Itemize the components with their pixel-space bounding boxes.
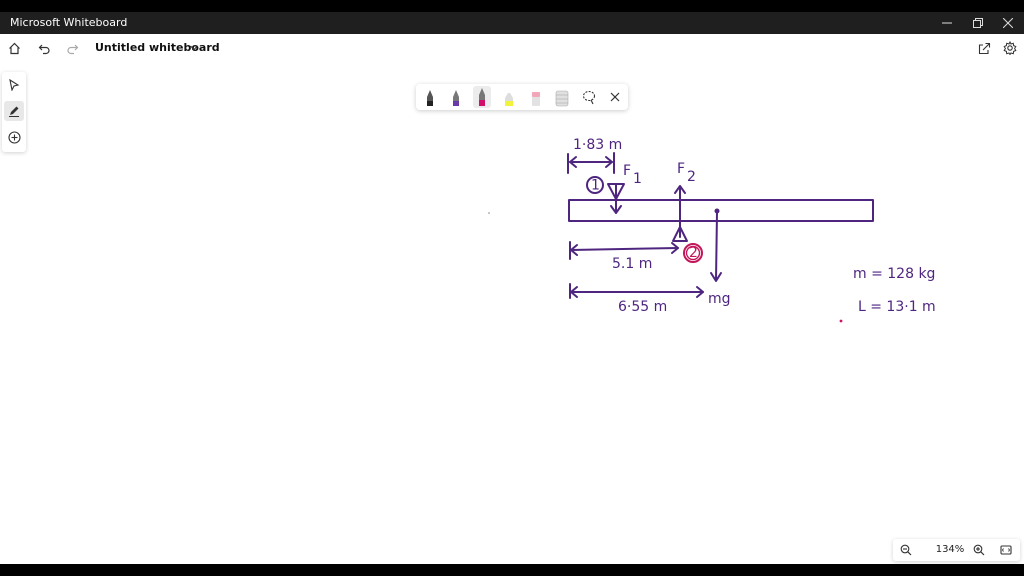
f1-label: F (623, 163, 631, 179)
stray-dot (488, 212, 490, 214)
add-tool-button[interactable] (4, 127, 24, 147)
beam-rectangle (568, 199, 874, 222)
dim-3-arrow-left (570, 286, 578, 298)
dim-1-arrow-left (569, 156, 577, 168)
whiteboard-canvas[interactable]: 1·83 m F 1 F 2 1 2 5.1 m 6·55 m mg m = 1… (0, 61, 1024, 564)
circle-2 (683, 243, 703, 263)
zoom-controls: 134% (893, 539, 1020, 561)
home-icon (8, 42, 20, 54)
restore-icon (973, 18, 983, 28)
close-icon (1003, 18, 1013, 28)
ink-layer: 1·83 m F 1 F 2 1 2 5.1 m 6·55 m mg m = 1… (488, 137, 936, 323)
window-title: Microsoft Whiteboard (10, 16, 128, 29)
fit-screen-icon (1000, 545, 1012, 555)
inking-tool-button[interactable] (4, 101, 24, 121)
eraser-button[interactable] (527, 86, 545, 108)
black-pen-button[interactable] (421, 86, 439, 108)
zoom-in-icon (973, 544, 985, 556)
zoom-out-icon (900, 544, 912, 556)
app-toolbar: Untitled whiteboard (0, 34, 1024, 62)
support-2-triangle (672, 226, 688, 242)
close-toolbar-button[interactable] (606, 86, 624, 108)
dim-3-arrow-right (696, 286, 704, 298)
screen-top-edge (0, 0, 1024, 12)
close-window-button[interactable] (993, 12, 1023, 34)
restore-button[interactable] (963, 12, 993, 34)
dim-2-label: 5.1 m (612, 256, 652, 272)
purple-pen-button[interactable] (447, 86, 465, 108)
document-title[interactable]: Untitled whiteboard (95, 41, 220, 54)
close-icon (610, 92, 620, 102)
black-pen-icon (427, 90, 433, 106)
circle-1 (586, 176, 604, 194)
mg-arrow-shaft (715, 211, 718, 281)
purple-pen-icon (453, 90, 459, 106)
ruler-button[interactable] (553, 86, 571, 108)
minimize-button[interactable] (932, 12, 962, 34)
pen-icon (9, 106, 19, 117)
settings-button[interactable] (1000, 38, 1020, 58)
ruler-icon (555, 90, 569, 107)
gear-icon (1003, 41, 1017, 55)
lasso-icon (582, 90, 596, 105)
pointer-icon (9, 79, 20, 91)
dim-2-arrow-left (570, 244, 578, 256)
magenta-pen-button[interactable] (473, 86, 491, 108)
zoom-in-button[interactable] (970, 541, 988, 559)
lasso-select-button[interactable] (580, 86, 598, 108)
share-button[interactable] (974, 38, 994, 58)
title-bar: Microsoft Whiteboard (0, 12, 1024, 34)
dim-3-label: 6·55 m (618, 299, 667, 315)
dim-2-line (570, 247, 679, 251)
left-tool-palette (2, 72, 26, 152)
stray-pink-dot (839, 319, 843, 323)
share-icon (978, 42, 990, 54)
home-button[interactable] (4, 38, 24, 58)
highlighter-button[interactable] (500, 86, 518, 108)
f2-label: F (677, 161, 685, 177)
redo-icon (66, 44, 78, 54)
zoom-level: 134% (935, 544, 965, 555)
eraser-icon (532, 92, 540, 106)
dim-1-label: 1·83 m (573, 137, 622, 153)
circle-2-inner (685, 245, 701, 261)
plus-circle-icon (7, 130, 21, 144)
dim-2-arrow-right (671, 242, 679, 254)
circle-1-label: 1 (591, 178, 600, 194)
mg-label: mg (708, 291, 731, 307)
redo-button[interactable] (62, 38, 82, 58)
f1-arrow-head (610, 205, 622, 214)
ink-toolbar (416, 84, 628, 110)
screen-bottom-edge (0, 564, 1024, 576)
f2-arrow-head (674, 185, 686, 194)
undo-button[interactable] (34, 38, 54, 58)
highlighter-icon (505, 93, 513, 106)
select-tool-button[interactable] (4, 75, 24, 95)
f1-subscript: 1 (633, 171, 642, 187)
fit-to-screen-button[interactable] (997, 541, 1015, 559)
f2-subscript: 2 (687, 169, 696, 185)
mg-arrow-head (710, 272, 722, 282)
dim-1-arrow-right (605, 156, 613, 168)
mass-label: m = 128 kg (853, 266, 935, 282)
magenta-pen-icon (479, 88, 485, 106)
circle-2-label: 2 (689, 245, 698, 261)
title-dropdown-button[interactable] (184, 38, 204, 58)
zoom-out-button[interactable] (897, 541, 915, 559)
length-label: L = 13·1 m (858, 299, 936, 315)
chevron-down-icon (190, 45, 198, 51)
undo-icon (38, 44, 50, 54)
minimize-icon (942, 22, 952, 24)
